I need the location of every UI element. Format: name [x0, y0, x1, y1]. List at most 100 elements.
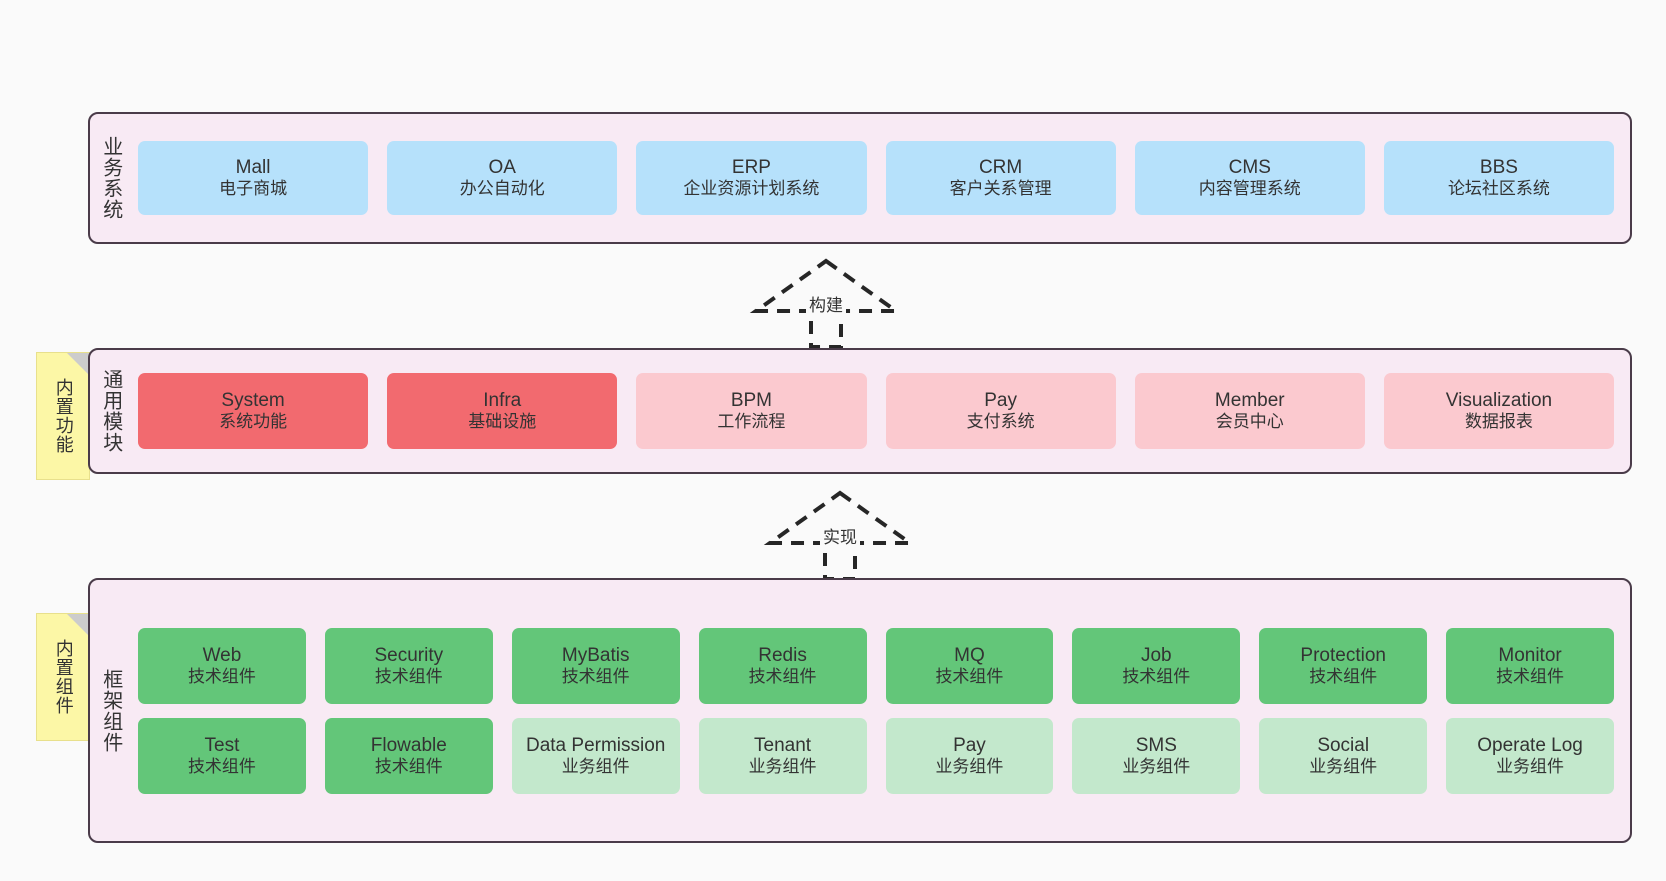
- card-subtitle: 内容管理系统: [1198, 179, 1301, 199]
- card-title: Job: [1140, 644, 1172, 666]
- sticky-note-builtin-component: 内置组件: [36, 613, 90, 741]
- card-sms[interactable]: SMS 业务组件: [1072, 717, 1241, 794]
- card-subtitle: 客户关系管理: [949, 179, 1052, 199]
- card-operate-log[interactable]: Operate Log 业务组件: [1446, 717, 1614, 794]
- layer-label-framework-component: 框架组件: [99, 668, 122, 753]
- card-subtitle: 技术组件: [1496, 666, 1565, 686]
- card-row: Test 技术组件 Flowable 技术组件 Data Permission …: [138, 717, 1614, 794]
- layer-common-module: 通用模块 System 系统功能 Infra 基础设施 BPM 工作流程 Pay…: [88, 348, 1632, 474]
- card-title: Monitor: [1498, 644, 1562, 666]
- dashed-hollow-arrow-icon: [763, 490, 917, 581]
- card-social[interactable]: Social 业务组件: [1259, 717, 1428, 794]
- card-security[interactable]: Security 技术组件: [324, 627, 493, 704]
- card-title: Visualization: [1445, 390, 1553, 412]
- card-title: Web: [202, 644, 242, 666]
- card-flowable[interactable]: Flowable 技术组件: [324, 717, 493, 794]
- card-title: Operate Log: [1477, 734, 1583, 756]
- arrow-implement: 实现: [760, 487, 920, 582]
- card-subtitle: 技术组件: [374, 756, 443, 776]
- card-mq[interactable]: MQ 技术组件: [885, 627, 1054, 704]
- card-title: Security: [374, 644, 444, 666]
- card-oa[interactable]: OA 办公自动化: [387, 141, 618, 215]
- folded-corner-icon: [67, 614, 89, 636]
- card-title: MyBatis: [561, 644, 630, 666]
- card-mybatis[interactable]: MyBatis 技术组件: [511, 627, 680, 704]
- card-subtitle: 技术组件: [374, 666, 443, 686]
- layer-business-system: 业务系统 Mall 电子商城 OA 办公自动化 ERP 企业资源计划系统 CRM…: [88, 112, 1632, 244]
- card-row: Web 技术组件 Security 技术组件 MyBatis 技术组件 Redi…: [138, 627, 1614, 704]
- card-title: OA: [488, 157, 516, 179]
- card-title: Tenant: [754, 734, 812, 756]
- card-monitor[interactable]: Monitor 技术组件: [1446, 627, 1614, 704]
- card-erp[interactable]: ERP 企业资源计划系统: [636, 141, 867, 215]
- card-subtitle: 技术组件: [187, 666, 256, 686]
- layer-body-framework-component: Web 技术组件 Security 技术组件 MyBatis 技术组件 Redi…: [130, 580, 1630, 841]
- card-cms[interactable]: CMS 内容管理系统: [1134, 141, 1365, 215]
- card-protection[interactable]: Protection 技术组件: [1259, 627, 1428, 704]
- layer-body-common-module: System 系统功能 Infra 基础设施 BPM 工作流程 Pay 支付系统…: [130, 350, 1630, 472]
- card-subtitle: 业务组件: [561, 756, 630, 776]
- card-title: BBS: [1479, 157, 1518, 179]
- card-subtitle: 技术组件: [187, 756, 256, 776]
- card-subtitle: 业务组件: [1496, 756, 1565, 776]
- arrow-label-implement: 实现: [820, 523, 860, 548]
- card-title: Pay: [984, 390, 1017, 412]
- card-title: Mall: [235, 157, 271, 179]
- arrow-label-build: 构建: [806, 291, 846, 316]
- card-bbs[interactable]: BBS 论坛社区系统: [1383, 141, 1615, 215]
- card-title: MQ: [954, 644, 985, 666]
- card-subtitle: 办公自动化: [459, 179, 545, 199]
- card-web[interactable]: Web 技术组件: [138, 627, 306, 704]
- card-data-permission[interactable]: Data Permission 业务组件: [511, 717, 680, 794]
- card-title: System: [221, 390, 285, 412]
- card-title: Flowable: [370, 734, 447, 756]
- card-title: BPM: [730, 390, 773, 412]
- card-title: Redis: [758, 644, 807, 666]
- card-title: Pay: [953, 734, 986, 756]
- card-member[interactable]: Member 会员中心: [1134, 373, 1365, 449]
- card-tenant[interactable]: Tenant 业务组件: [698, 717, 867, 794]
- card-title: Social: [1317, 734, 1370, 756]
- arrow-build: 构建: [746, 255, 906, 350]
- card-subtitle: 技术组件: [1309, 666, 1378, 686]
- card-subtitle: 企业资源计划系统: [683, 179, 820, 199]
- card-title: SMS: [1135, 734, 1177, 756]
- sticky-note-label: 内置功能: [53, 378, 74, 454]
- card-visualization[interactable]: Visualization 数据报表: [1383, 373, 1615, 449]
- card-subtitle: 业务组件: [1309, 756, 1378, 776]
- card-subtitle: 支付系统: [966, 412, 1035, 432]
- card-row: Mall 电子商城 OA 办公自动化 ERP 企业资源计划系统 CRM 客户关系…: [138, 141, 1615, 215]
- card-job[interactable]: Job 技术组件: [1072, 627, 1241, 704]
- card-mall[interactable]: Mall 电子商城: [138, 141, 369, 215]
- card-row: System 系统功能 Infra 基础设施 BPM 工作流程 Pay 支付系统…: [138, 373, 1615, 449]
- card-pay-module[interactable]: Pay 支付系统: [885, 373, 1116, 449]
- card-title: ERP: [731, 157, 771, 179]
- card-bpm[interactable]: BPM 工作流程: [636, 373, 867, 449]
- card-title: Member: [1214, 390, 1285, 412]
- card-subtitle: 技术组件: [935, 666, 1004, 686]
- card-subtitle: 业务组件: [748, 756, 817, 776]
- card-subtitle: 技术组件: [748, 666, 817, 686]
- card-subtitle: 业务组件: [1122, 756, 1191, 776]
- sticky-note-label: 内置组件: [53, 639, 74, 715]
- card-redis[interactable]: Redis 技术组件: [698, 627, 867, 704]
- card-subtitle: 论坛社区系统: [1447, 179, 1550, 199]
- card-system[interactable]: System 系统功能: [138, 373, 369, 449]
- card-subtitle: 会员中心: [1215, 412, 1284, 432]
- folded-corner-icon: [67, 353, 89, 375]
- card-title: Protection: [1300, 644, 1386, 666]
- card-crm[interactable]: CRM 客户关系管理: [885, 141, 1116, 215]
- card-subtitle: 基础设施: [468, 412, 537, 432]
- card-subtitle: 电子商城: [219, 179, 288, 199]
- layer-label-common-module: 通用模块: [99, 369, 122, 453]
- card-subtitle: 工作流程: [717, 412, 786, 432]
- card-pay-component[interactable]: Pay 业务组件: [885, 717, 1054, 794]
- card-subtitle: 技术组件: [561, 666, 630, 686]
- card-subtitle: 系统功能: [219, 412, 288, 432]
- card-test[interactable]: Test 技术组件: [138, 717, 306, 794]
- card-subtitle: 技术组件: [1122, 666, 1191, 686]
- card-infra[interactable]: Infra 基础设施: [387, 373, 618, 449]
- card-subtitle: 业务组件: [935, 756, 1004, 776]
- card-title: Test: [204, 734, 240, 756]
